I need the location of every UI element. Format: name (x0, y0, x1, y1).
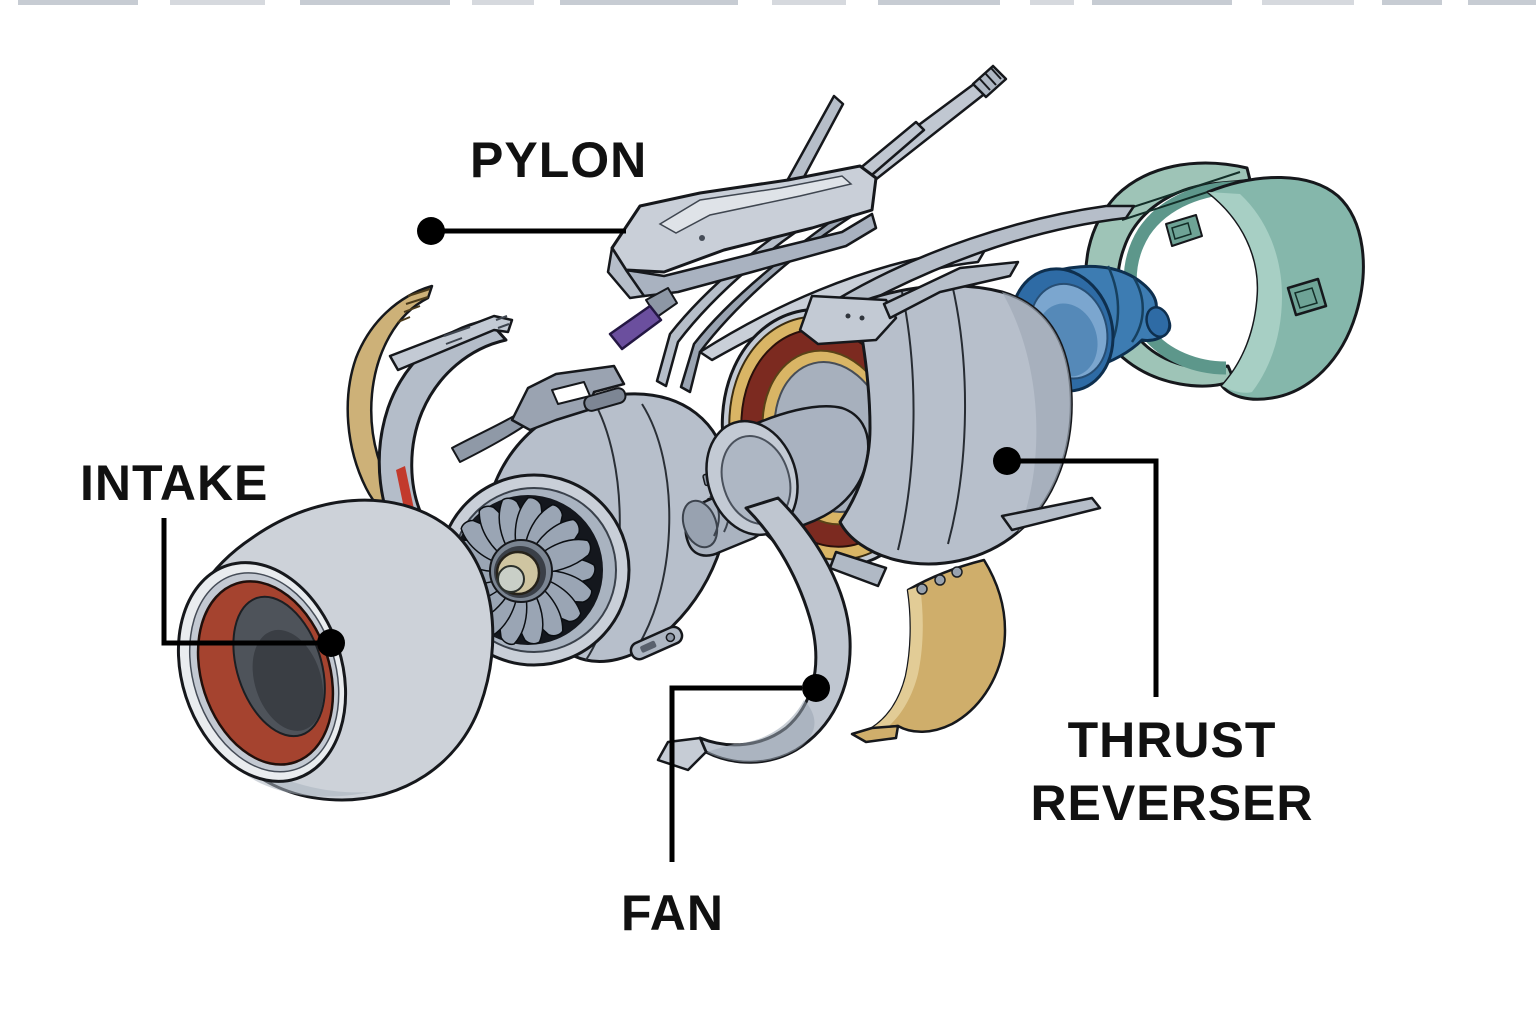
fan-top-bracket-pin (583, 387, 627, 412)
intake-label: INTAKE (80, 455, 268, 511)
pylon-nose-step (606, 246, 646, 300)
fan-spinner-tip (497, 565, 525, 593)
cowl-gray-shade (706, 700, 815, 763)
cowl-gold-rivet-3 (951, 566, 963, 578)
pylon-purple-rod (608, 304, 663, 351)
pylon-illustration (606, 64, 1008, 394)
thrust-reverser-illustration (681, 204, 1136, 588)
reverser-fin-right (1000, 496, 1102, 532)
thrust-reverser-leader-line (1007, 458, 1159, 697)
reverser-blade-upper (834, 204, 1136, 308)
cowl-gold-lip (850, 724, 900, 744)
fan-illustration (346, 284, 731, 667)
leader-lines (161, 217, 1159, 862)
intake-leader-dot (317, 629, 345, 657)
reverser-top-panel (798, 294, 898, 346)
sleeve-left-port (1165, 214, 1203, 247)
pylon-leader-dot (417, 217, 445, 245)
pylon-body-facet (658, 175, 853, 234)
pylon-rivet (699, 235, 705, 241)
reverser-body-shade (1002, 292, 1072, 532)
cowl-gold-rivet-2 (934, 574, 946, 586)
plug-tip (1145, 306, 1171, 338)
fan-label: FAN (621, 885, 724, 941)
shaft-tube-end (681, 499, 719, 549)
pylon-label: PYLON (470, 132, 647, 188)
intake-leader-line (161, 518, 318, 646)
thrust-reverser-leader-dot (993, 447, 1021, 475)
fan-flat-panel-slots (443, 315, 510, 345)
sleeve-right-port (1286, 277, 1328, 317)
pylon-boom-collar (971, 64, 1008, 99)
fan-cowl-gold-hatch (397, 288, 431, 323)
cowl-gray-foot (656, 736, 708, 772)
fan-leader-dot (802, 674, 830, 702)
intake-illustration (176, 498, 495, 802)
cowl-gold-edge-highlight (872, 586, 923, 730)
cowl-gold-half (870, 558, 1007, 733)
reverser-panel-bolt-2 (859, 315, 865, 321)
reverser-body-seam-2 (947, 283, 967, 545)
thrust-reverser-label-line1: THRUST (1068, 712, 1277, 768)
sleeve-right-rim-highlight (1208, 192, 1282, 393)
sleeve-left-port-detail (1171, 222, 1192, 240)
fan-case-seam-2 (637, 403, 671, 647)
intake-opening (176, 561, 348, 783)
pylon-boom-collar-ribs (978, 67, 1002, 91)
plug-step-2 (1130, 277, 1144, 343)
intake-interior-dark (252, 629, 324, 731)
reverser-panel-blade (882, 260, 1020, 320)
fan-leader-line (669, 685, 802, 862)
top-edge-strip (18, 0, 1536, 5)
thrust-reverser-label-line2: REVERSER (1030, 775, 1313, 831)
sleeve-right-port-detail (1294, 287, 1318, 309)
fan-cowl-red-slash (396, 466, 415, 518)
reverser-panel-bolt-1 (845, 313, 851, 319)
reverser-body-seam-1 (897, 291, 915, 551)
cowl-gold-rivet-1 (916, 583, 928, 595)
reverser-tab-bottom (828, 550, 888, 588)
fan-case-latch-bottom (629, 625, 684, 661)
